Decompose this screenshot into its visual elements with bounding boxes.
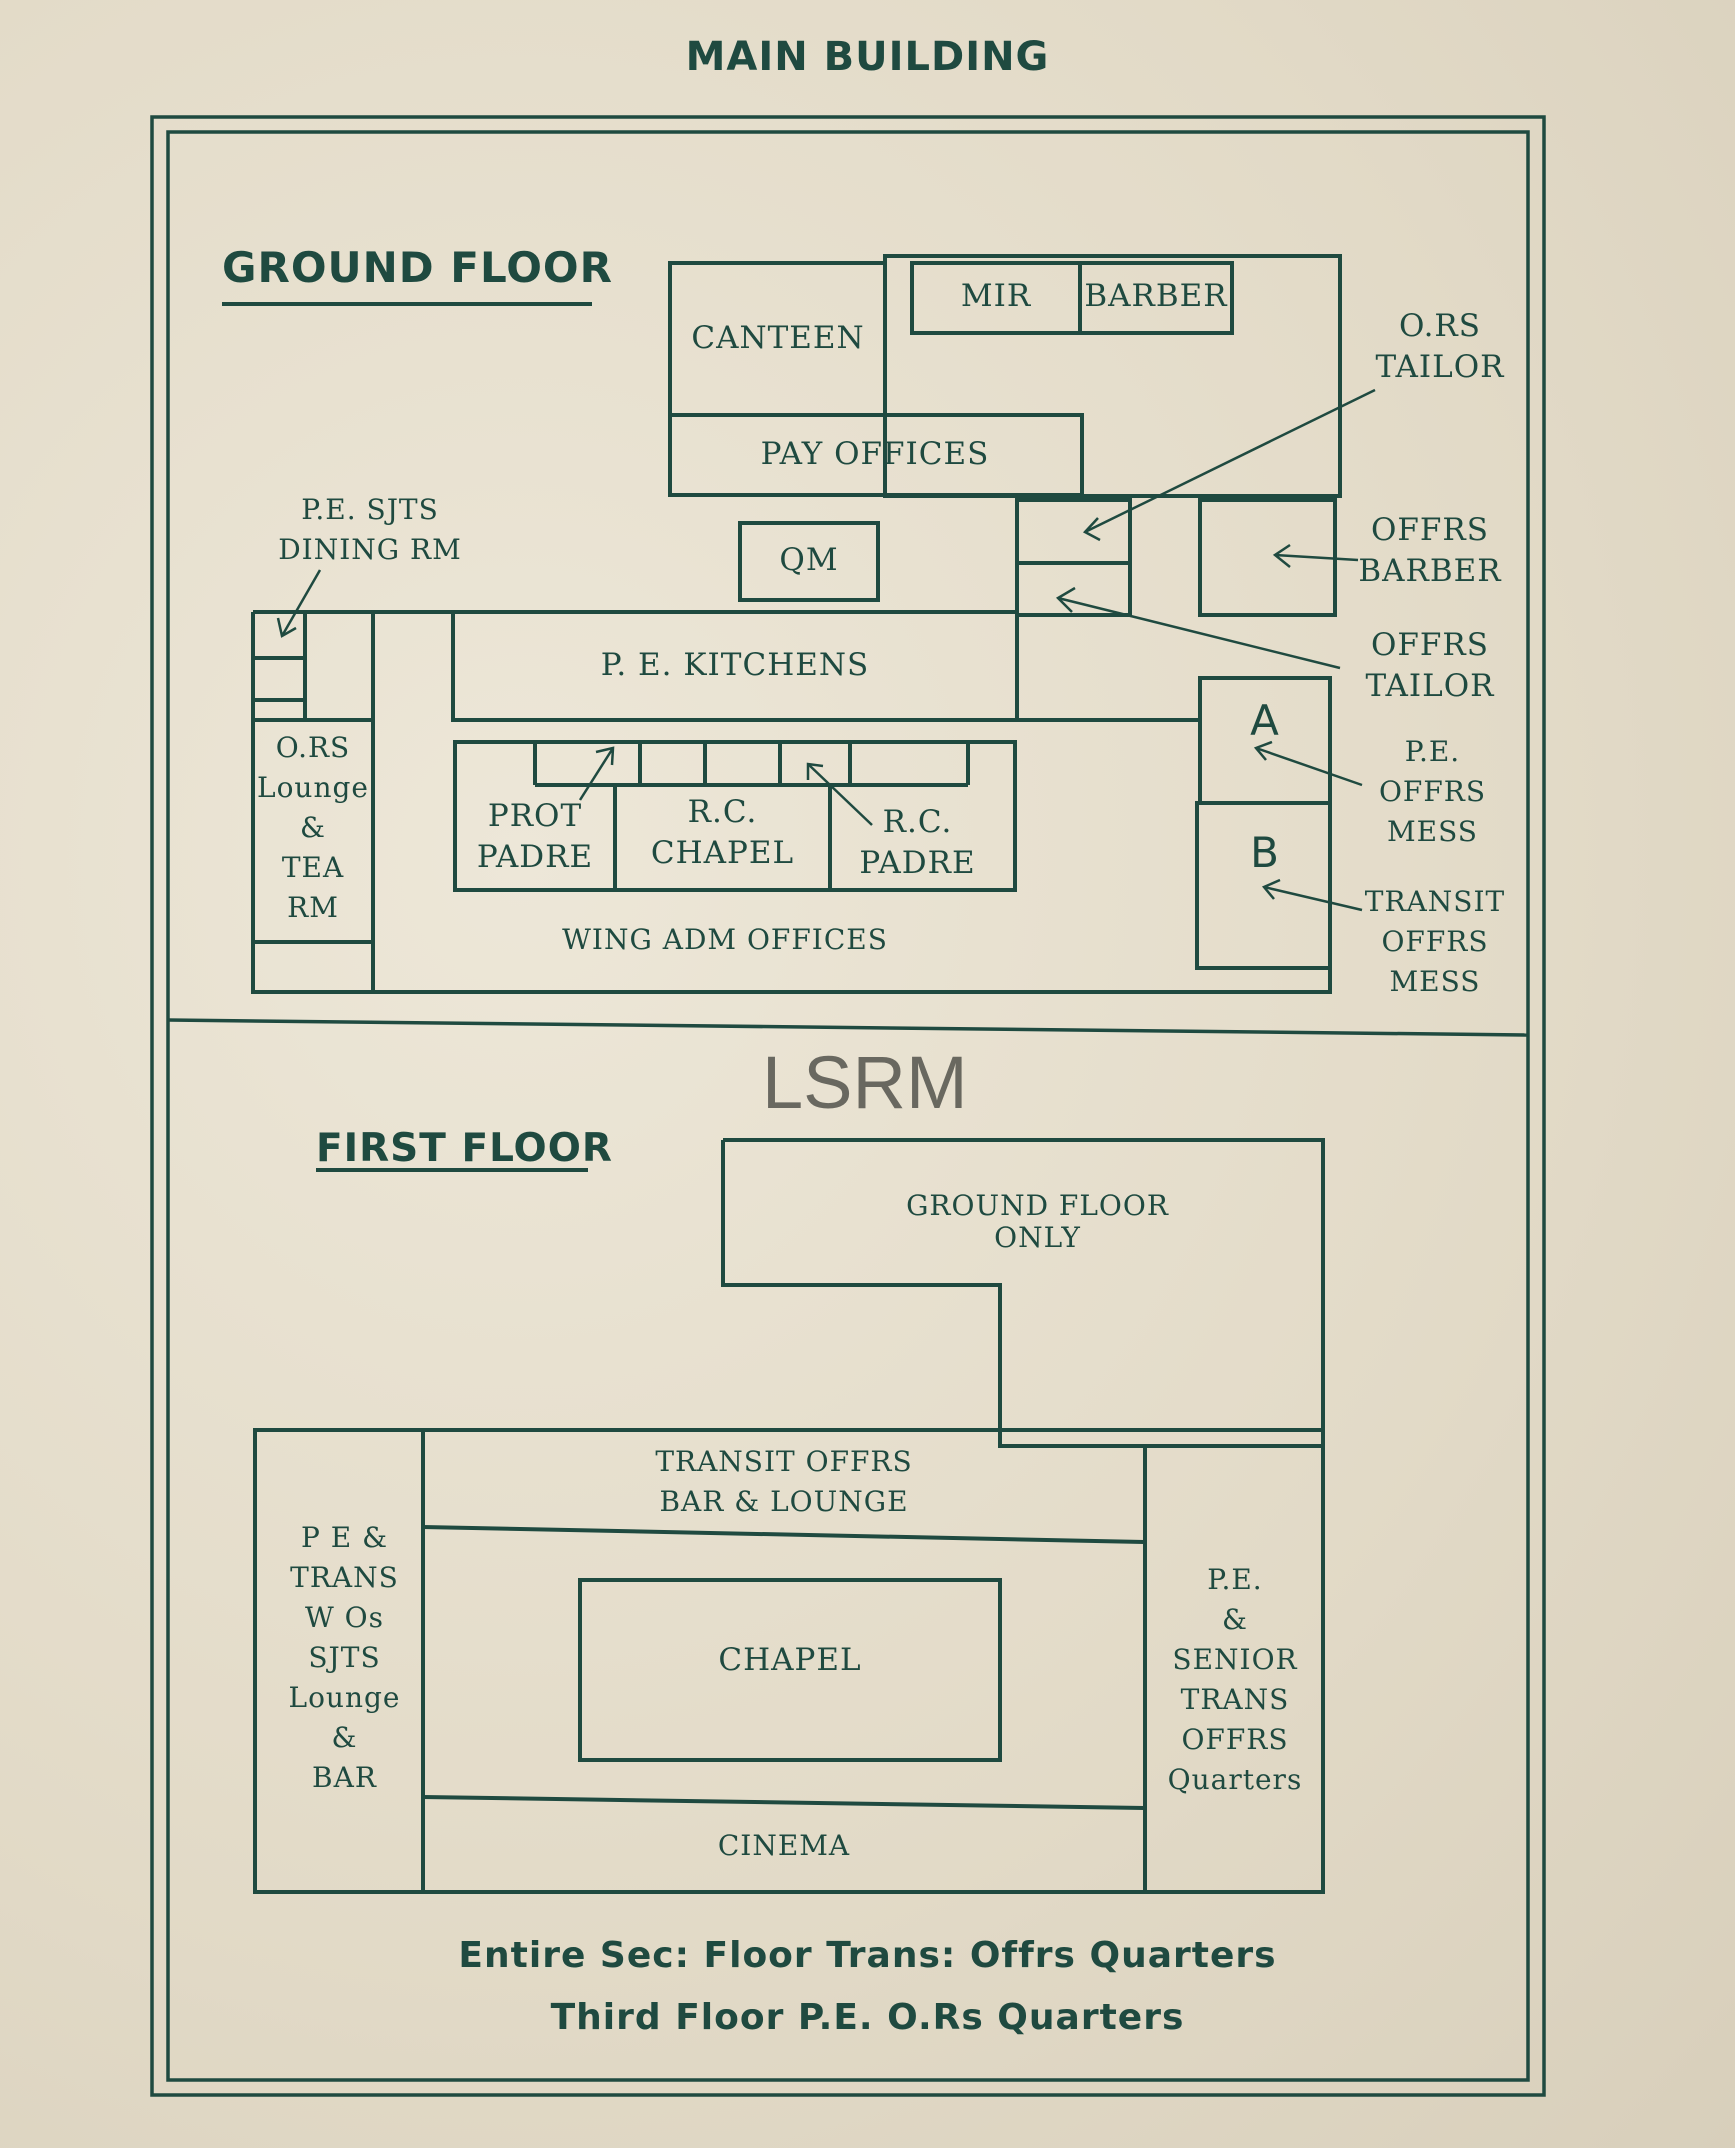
room-pe-sjts-dining-label: P.E. SJTS DINING RM <box>278 493 462 566</box>
first-floor-walls <box>253 1138 1325 1894</box>
barber-room <box>1078 261 1234 335</box>
room-offrs-tailor-label: OFFRS TAILOR <box>1365 627 1495 704</box>
room-pay-offices-label: PAY OFFICES <box>760 436 990 472</box>
room-ors-lounge-label: O.RS Lounge & TEA RM <box>256 731 369 924</box>
room-pe-kitchens-label: P. E. KITCHENS <box>600 647 870 683</box>
chapel-row <box>453 740 1017 892</box>
room-pe-offrs-mess-label: P.E. OFFRS MESS <box>1378 735 1487 848</box>
room-rc-padre-label: R.C. PADRE <box>859 804 976 881</box>
ground-floor-heading: GROUND FLOOR <box>222 243 613 292</box>
room-ors-tailor-label: O.RS TAILOR <box>1375 308 1505 385</box>
room-b-label: B <box>1250 828 1280 877</box>
first-floor-heading: FIRST FLOOR <box>316 1126 613 1171</box>
room-chapel-label: CHAPEL <box>718 1642 862 1678</box>
room-barber-label: BARBER <box>1084 278 1228 314</box>
room-qm-label: QM <box>779 542 839 578</box>
qm-room <box>738 521 880 602</box>
room-ground-floor-only-label: GROUND FLOOR ONLY <box>906 1189 1169 1254</box>
room-a-label: A <box>1250 696 1280 745</box>
outer-frame <box>150 115 1546 2097</box>
room-pe-trans-wos-label: P E & TRANS W Os SJTS Lounge & BAR <box>288 1521 401 1794</box>
inner-frame <box>166 130 1530 2082</box>
room-transit-offrs-mess-label: TRANSIT OFFRS MESS <box>1364 885 1506 998</box>
room-cinema-label: CINEMA <box>717 1829 851 1862</box>
offrs-tailor-room <box>1015 561 1132 617</box>
room-transit-bar-lounge-label: TRANSIT OFFRS BAR & LOUNGE <box>655 1445 913 1518</box>
room-wing-adm-offices-label: WING ADM OFFICES <box>562 923 888 956</box>
ors-tailor-room <box>1015 498 1132 565</box>
room-mir-label: MIR <box>960 278 1032 314</box>
mir-barber-block <box>883 254 1342 498</box>
first-floor-block <box>253 1428 1325 1894</box>
room-prot-padre-label: PROT PADRE <box>476 798 594 875</box>
chapel-room <box>578 1578 1002 1762</box>
ground-floor-arrows <box>276 388 1376 912</box>
floor-divider <box>167 1018 1529 1037</box>
room-rc-chapel-label: R.C. CHAPEL <box>650 794 795 871</box>
footer-line-1: Entire Sec: Floor Trans: Offrs Quarters <box>458 1935 1277 1976</box>
pe-kitchens-room <box>451 610 1019 722</box>
ground-floor-only-outline <box>721 1138 1325 1448</box>
pay-offices-room <box>668 413 1084 497</box>
room-offrs-barber-label: OFFRS BARBER <box>1358 512 1502 589</box>
room-b <box>1195 801 1332 970</box>
footer-line-2: Third Floor P.E. O.Rs Quarters <box>550 1997 1185 2038</box>
ground-floor-walls <box>222 254 1342 994</box>
room-canteen-label: CANTEEN <box>691 320 865 356</box>
page-title: MAIN BUILDING <box>685 34 1050 80</box>
room-pe-senior-quarters-label: P.E. & SENIOR TRANS OFFRS Quarters <box>1167 1563 1303 1796</box>
watermark-text: LSRM <box>762 1041 968 1124</box>
